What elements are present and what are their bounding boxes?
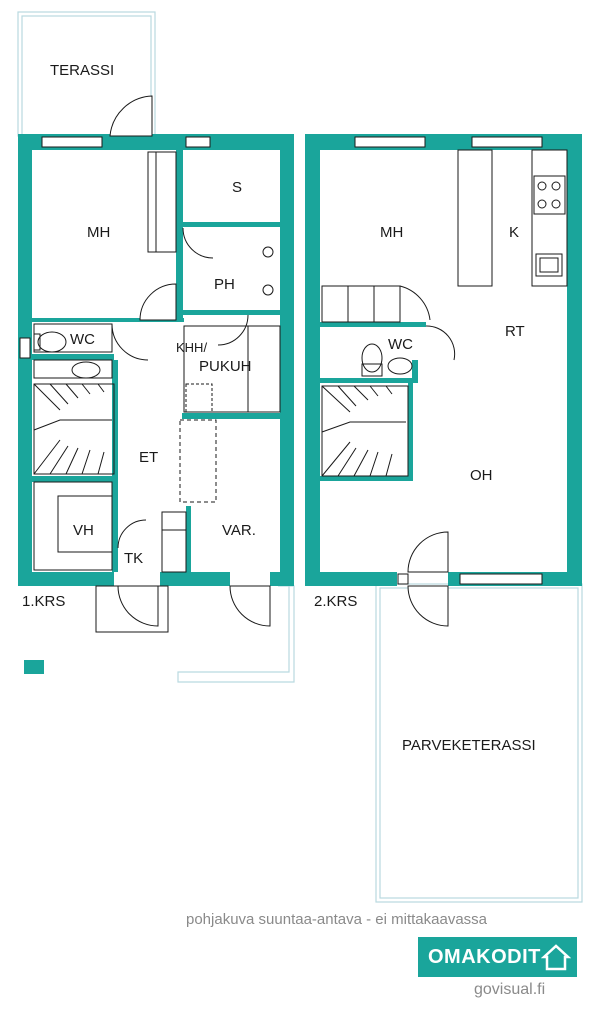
label-rt: RT: [505, 323, 525, 340]
wall-swatch-icon: [24, 660, 44, 674]
label-s: S: [232, 179, 242, 196]
brand-name: OMAKODIT: [428, 945, 541, 968]
label-et: ET: [139, 449, 158, 466]
label-pukuh: PUKUH: [199, 358, 252, 375]
label-k: K: [509, 224, 519, 241]
label-tk: TK: [124, 550, 143, 567]
label-wc-floor1: WC: [70, 331, 95, 348]
label-mh-floor2: MH: [380, 224, 403, 241]
label-ph: PH: [214, 276, 235, 293]
brand-logo[interactable]: OMAKODIT: [418, 937, 577, 977]
label-mh-floor1: MH: [87, 224, 110, 241]
label-floor1: 1.KRS: [22, 593, 65, 610]
label-floor2: 2.KRS: [314, 593, 357, 610]
website-link[interactable]: govisual.fi: [474, 981, 546, 998]
disclaimer: pohjakuva suuntaa-antava - ei mittakaava…: [186, 911, 488, 928]
house-icon: [541, 944, 571, 971]
label-oh: OH: [470, 467, 493, 484]
label-var: VAR.: [222, 522, 256, 539]
windows: [19, 136, 543, 585]
floor1-fixtures: [33, 95, 281, 633]
label-vh: VH: [73, 522, 94, 539]
floor2-fixtures: [321, 149, 568, 627]
label-khh: KHH/: [176, 340, 207, 355]
label-parveketerassi: PARVEKETERASSI: [402, 737, 536, 754]
label-wc-floor2: WC: [388, 336, 413, 353]
label-terassi: TERASSI: [50, 62, 114, 79]
floor2-walls: [305, 134, 582, 586]
